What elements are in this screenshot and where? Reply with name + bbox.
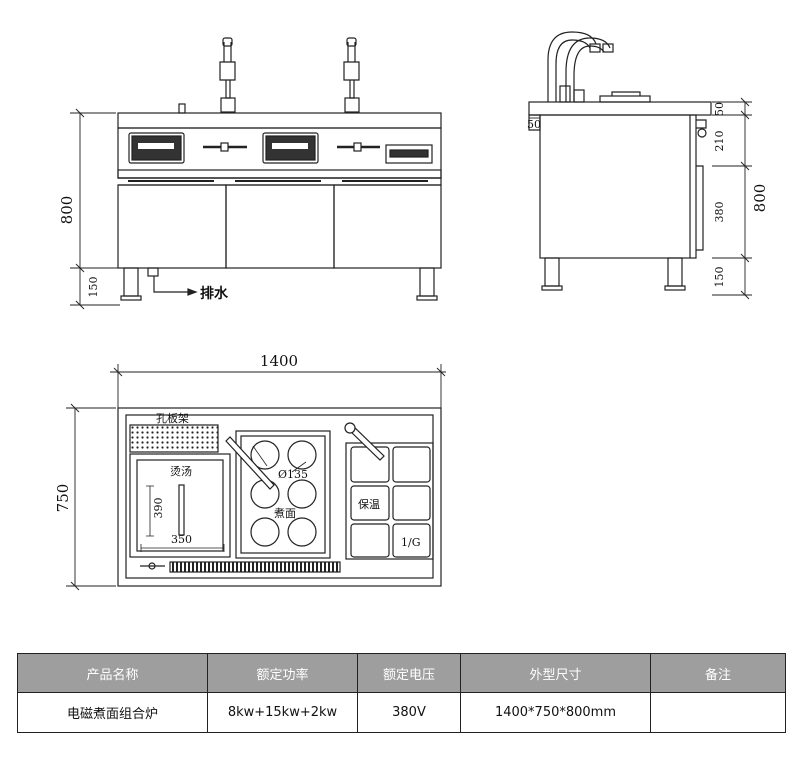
side-lip-label: 50 [527,118,541,131]
cell-rated-power: 8kw+15kw+2kw [207,692,358,733]
front-dimensions [70,108,120,310]
front-leg-height-label: 150 [87,277,100,298]
perforated-rack [129,424,219,453]
pan-size-label: 1/G [401,536,421,549]
spec-table: 产品名称 额定功率 额定电压 外型尺寸 备注 电磁煮面组合炉 8kw+15kw+… [17,653,786,733]
blanch-label: 烫汤 [170,464,192,478]
noodle-label: 煮面 [274,507,296,520]
top-width-label: 1400 [260,352,298,370]
warm-label: 保温 [358,497,380,511]
basket-diameter-label: Ø135 [278,468,308,481]
drain-label: 排水 [200,285,229,302]
tank-depth-label: 390 [152,498,165,519]
perforated-rack-label: 孔板架 [156,411,189,425]
side-seg-2-label: 210 [713,131,726,152]
side-dimensions [529,97,752,300]
side-seg-1-label: 50 [713,102,726,116]
front-view [70,37,442,310]
cabinet-door-left [117,184,227,269]
knob-bar-left [203,142,247,152]
side-height-label: 800 [751,184,769,213]
top-view [66,364,446,591]
cabinet-door-right [333,184,442,269]
front-height-label: 800 [58,196,76,225]
side-seg-4-label: 150 [713,267,726,288]
cell-remarks [650,692,786,733]
faucet-left [219,37,236,113]
control-display-small [385,144,433,164]
control-display-left [128,132,185,164]
side-view [528,31,752,300]
top-dimensions [66,364,446,591]
tank-width-label: 350 [171,533,192,546]
side-seg-3-label: 380 [713,202,726,223]
header-rated-power: 额定功率 [207,653,358,693]
drain-leader [153,276,196,293]
cabinet-door-middle [225,184,335,269]
warm-pan-frame [345,442,434,560]
faucet-right [343,37,360,113]
header-dimensions: 外型尺寸 [460,653,651,693]
knob-bar-right [337,142,380,152]
spec-table-header-row: 产品名称 额定功率 额定电压 外型尺寸 备注 [17,653,786,693]
technical-drawing: 800 150 排水 800 50 210 380 [54,31,769,591]
control-display-right [262,132,319,164]
blanch-tank [129,453,231,558]
header-product-name: 产品名称 [17,653,208,693]
top-outline [117,407,442,587]
header-remarks: 备注 [650,653,786,693]
front-legs [120,267,438,301]
top-depth-label: 750 [54,484,72,513]
noodle-cooker [235,430,331,559]
cell-product-name: 电磁煮面组合炉 [17,692,208,733]
side-faucets [547,31,614,103]
cell-rated-voltage: 380V [357,692,461,733]
front-top-panel [117,112,442,129]
header-rated-voltage: 额定电压 [357,653,461,693]
stir-paddle-left [225,436,275,490]
side-body [539,114,697,259]
drain-grate [169,561,341,573]
side-legs [541,257,686,291]
side-worktop [528,101,712,116]
spec-table-row: 电磁煮面组合炉 8kw+15kw+2kw 380V 1400*750*800mm [17,692,786,733]
cell-dimensions: 1400*750*800mm [460,692,651,733]
